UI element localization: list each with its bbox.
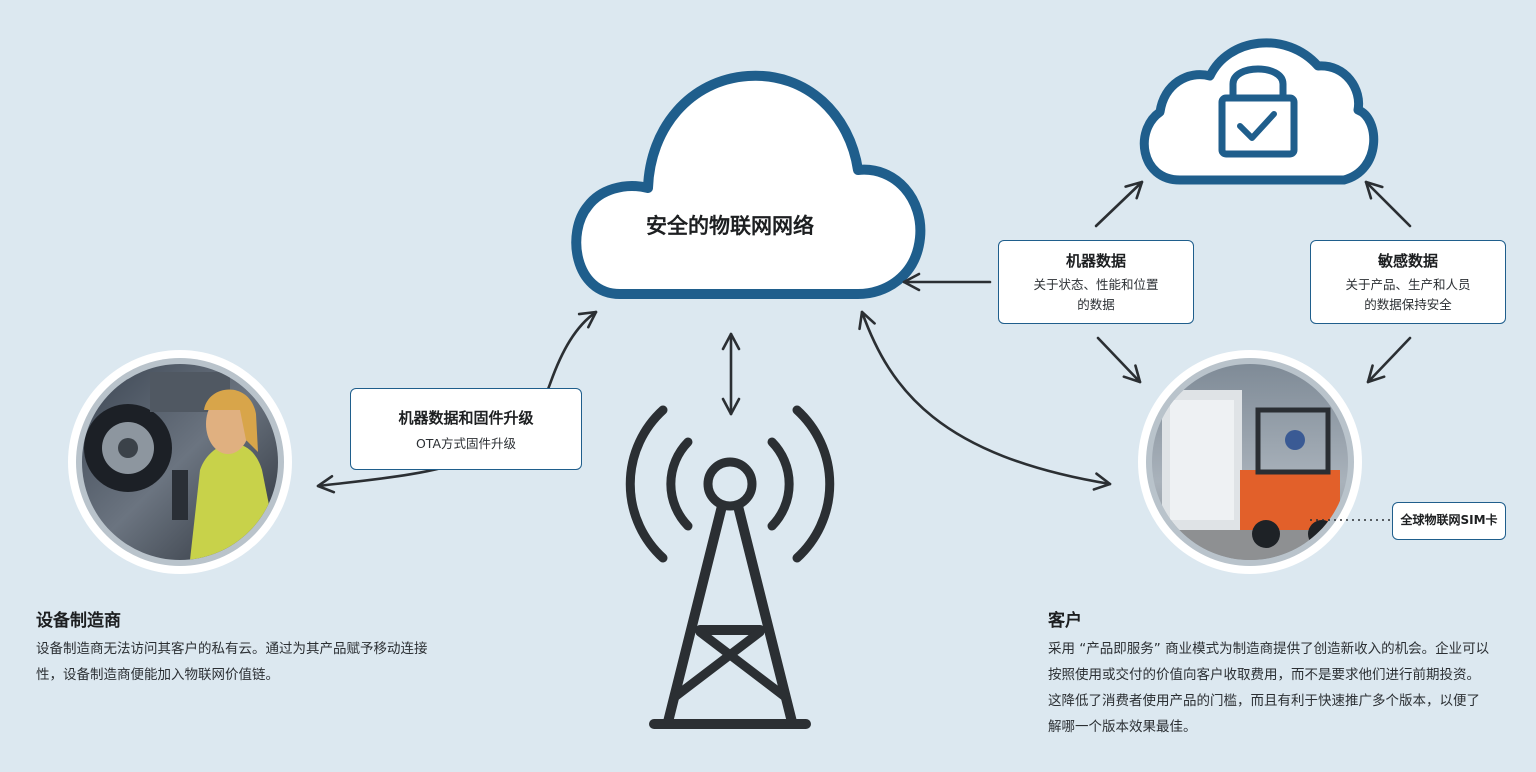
firmware-box-subtitle: OTA方式固件升级 [415, 436, 517, 451]
manufacturer-description: 设备制造商无法访问其客户的私有云。通过为其产品赋予移动连接性，设备制造商便能加入… [36, 641, 428, 683]
cloud-title: 安全的物联网网络 [646, 214, 814, 238]
customer-description: 采用 “产品即服务” 商业模式为制造商提供了创造新收入的机会。企业可以按照使用或… [1048, 641, 1490, 735]
firmware-box-title: 机器数据和固件升级 [398, 409, 534, 427]
sensitive-data-subtitle-line2: 的数据保持安全 [1364, 297, 1452, 312]
manufacturer-photo [68, 350, 292, 574]
padlock-check-icon [1218, 65, 1298, 158]
firmware-upgrade-box: 机器数据和固件升级 OTA方式固件升级 [350, 388, 582, 470]
arrow-cloud-customer [858, 310, 1112, 491]
arrow-machine-data-to-private-cloud [1094, 180, 1144, 228]
machine-data-subtitle-line2: 的数据 [1077, 297, 1115, 312]
machine-data-title: 机器数据 [1065, 252, 1126, 270]
machine-data-subtitle-line1: 关于状态、性能和位置 [1033, 277, 1159, 292]
arrow-sensitive-data-from-customer [1366, 336, 1412, 384]
secure-iot-cloud [571, 70, 926, 299]
arrow-machine-data-from-customer [1096, 336, 1142, 384]
customer-forklift-photo [1138, 350, 1362, 574]
customer-title: 客户 [1048, 611, 1082, 631]
sensitive-data-box: 敏感数据 关于产品、生产和人员 的数据保持安全 [1310, 240, 1506, 324]
arrow-sensitive-data-to-private-cloud [1364, 180, 1412, 228]
sensitive-data-subtitle-line1: 关于产品、生产和人员 [1345, 277, 1471, 292]
cell-tower-icon [625, 405, 835, 729]
sensitive-data-title: 敏感数据 [1377, 252, 1438, 270]
manufacturer-title: 设备制造商 [36, 611, 121, 631]
machine-data-box: 机器数据 关于状态、性能和位置 的数据 [998, 240, 1194, 324]
sim-card-label: 全球物联网SIM卡 [1392, 502, 1506, 540]
